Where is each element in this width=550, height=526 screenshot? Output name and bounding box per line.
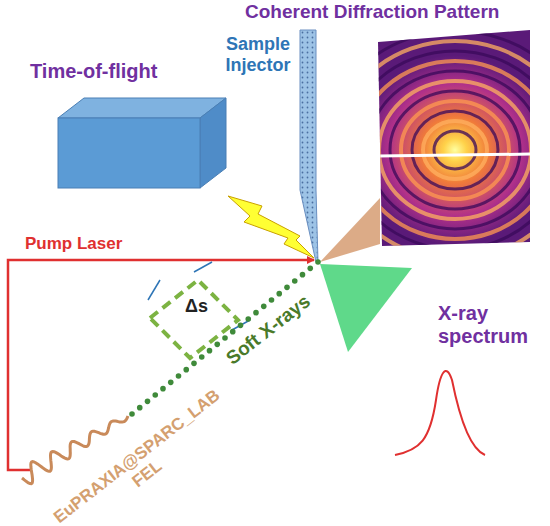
diffraction-panel: Coherent Diffraction Pattern: [378, 30, 530, 246]
diffraction-image: [324, 20, 550, 269]
delay-label: Δs: [183, 296, 210, 317]
spectrum-prism: [320, 264, 412, 352]
spectrum-curve: [395, 371, 485, 455]
xray-beam: [129, 259, 321, 417]
tof-detector: Time-of-flight: [58, 98, 226, 188]
node-heading: Time-of-flight: [30, 60, 157, 83]
tof-box: [58, 98, 226, 188]
injector-nozzle: [300, 30, 318, 262]
scatter-cone: [320, 198, 380, 262]
node-heading: Sample Injector: [218, 34, 298, 75]
node-heading: X-ray spectrum: [438, 302, 538, 348]
laser-label: Pump Laser: [25, 234, 122, 254]
xray-label: Soft X-rays: [222, 290, 314, 369]
node-heading: Coherent Diffraction Pattern: [245, 1, 499, 23]
lightning-bolt: [228, 196, 314, 258]
sample-injector: Sample Injector: [300, 30, 318, 262]
spectrometer: X-ray spectrum: [320, 262, 412, 352]
